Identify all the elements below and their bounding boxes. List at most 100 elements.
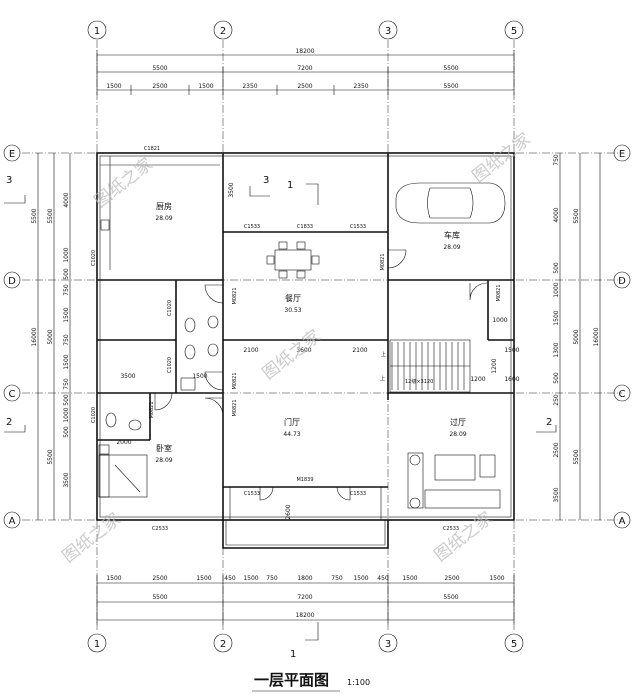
svg-text:500: 500 xyxy=(63,268,70,280)
svg-text:C: C xyxy=(619,389,626,400)
page-title: 一层平面图 xyxy=(254,671,329,689)
svg-text:M0821: M0821 xyxy=(232,287,238,304)
svg-text:C1020: C1020 xyxy=(167,357,173,373)
svg-text:500: 500 xyxy=(553,262,560,274)
opening-codes: C1821 C1533 C1833 C1533 M0821 C1020 C102… xyxy=(91,146,502,532)
svg-text:3: 3 xyxy=(263,175,269,186)
svg-text:500: 500 xyxy=(63,394,70,406)
svg-text:1300: 1300 xyxy=(553,342,560,357)
room-labels: 厨房 28.09 餐厅 30.53 车库 28.09 门厅 44.73 过厅 2… xyxy=(155,201,466,464)
section-marks: 3 2 2 1 3 1 xyxy=(4,175,557,660)
svg-text:16000: 16000 xyxy=(593,327,600,346)
svg-text:7200: 7200 xyxy=(297,65,312,72)
svg-text:2000: 2000 xyxy=(116,439,131,446)
svg-text:2500: 2500 xyxy=(297,83,312,90)
svg-text:1500: 1500 xyxy=(198,83,213,90)
door-swing xyxy=(336,486,351,501)
door-swing xyxy=(154,392,173,411)
svg-text:1600: 1600 xyxy=(504,376,519,383)
svg-text:1200: 1200 xyxy=(470,376,485,383)
bed-icon xyxy=(98,444,148,498)
toilet-icon xyxy=(105,315,219,431)
svg-text:2: 2 xyxy=(6,417,12,428)
svg-text:3500: 3500 xyxy=(228,182,235,197)
svg-text:3: 3 xyxy=(385,639,391,650)
svg-text:1500: 1500 xyxy=(504,347,519,354)
svg-text:4000: 4000 xyxy=(553,207,560,222)
svg-text:1500: 1500 xyxy=(402,575,417,582)
svg-text:2600: 2600 xyxy=(285,504,292,519)
svg-text:750: 750 xyxy=(266,575,278,582)
svg-text:1: 1 xyxy=(290,649,296,660)
svg-text:C2533: C2533 xyxy=(152,526,168,532)
svg-text:28.09: 28.09 xyxy=(155,215,172,222)
svg-text:5: 5 xyxy=(511,639,517,650)
svg-text:1500: 1500 xyxy=(192,373,207,380)
svg-text:4000: 4000 xyxy=(63,192,70,207)
svg-text:C1020: C1020 xyxy=(91,250,97,266)
svg-text:M0821: M0821 xyxy=(149,401,155,418)
svg-text:1500: 1500 xyxy=(196,575,211,582)
svg-text:2500: 2500 xyxy=(553,442,560,457)
svg-text:A: A xyxy=(619,516,626,527)
door-swing xyxy=(204,397,224,417)
svg-text:3500: 3500 xyxy=(553,487,560,502)
svg-text:图纸之家: 图纸之家 xyxy=(469,129,535,187)
drawing-title: 一层平面图 1:100 xyxy=(252,671,370,692)
svg-text:5500: 5500 xyxy=(31,208,38,223)
svg-text:28.09: 28.09 xyxy=(155,457,172,464)
room-foyer: 门厅 44.73 xyxy=(283,417,300,438)
svg-text:2500: 2500 xyxy=(444,575,459,582)
svg-text:1500: 1500 xyxy=(63,307,70,322)
svg-text:5500: 5500 xyxy=(47,208,54,223)
room-dining: 餐厅 30.53 xyxy=(284,294,301,314)
svg-text:2: 2 xyxy=(546,417,552,428)
dining-table-icon xyxy=(266,241,320,279)
svg-text:3: 3 xyxy=(6,175,12,186)
room-kitchen: 厨房 28.09 xyxy=(155,201,172,222)
svg-text:5500: 5500 xyxy=(443,594,458,601)
svg-text:M0821: M0821 xyxy=(232,372,238,389)
svg-text:5500: 5500 xyxy=(152,65,167,72)
room-bedroom: 卧室 28.09 xyxy=(155,443,172,464)
svg-text:厨房: 厨房 xyxy=(156,201,172,211)
staircase: 上 上 12级×3120 xyxy=(380,339,471,393)
svg-text:16000: 16000 xyxy=(31,327,38,346)
door-swing xyxy=(204,371,224,391)
svg-text:C1020: C1020 xyxy=(91,407,97,423)
svg-text:500: 500 xyxy=(63,426,70,438)
svg-text:C1533: C1533 xyxy=(244,491,260,497)
svg-text:C1020: C1020 xyxy=(167,300,173,316)
svg-text:5500: 5500 xyxy=(443,83,458,90)
dimension-lines-bottom: 1500 2500 1500 450 1500 750 1800 750 150… xyxy=(96,575,515,625)
svg-text:1000: 1000 xyxy=(553,282,560,297)
svg-text:500: 500 xyxy=(553,372,560,384)
svg-text:750: 750 xyxy=(63,378,70,390)
svg-text:车库: 车库 xyxy=(444,230,460,240)
svg-text:D: D xyxy=(8,276,16,287)
interior-dims: 3500 2100 3600 2100 1000 1500 1500 1200 … xyxy=(116,182,519,519)
svg-text:2500: 2500 xyxy=(152,575,167,582)
svg-text:2100: 2100 xyxy=(352,347,367,354)
svg-text:5500: 5500 xyxy=(573,449,580,464)
svg-text:44.73: 44.73 xyxy=(283,431,300,438)
svg-text:餐厅: 餐厅 xyxy=(285,294,301,303)
dimension-lines-top: 18200 5500 7200 5500 1500 2500 1500 2350… xyxy=(96,48,515,95)
exterior-walls xyxy=(96,152,515,549)
svg-text:C1833: C1833 xyxy=(297,224,313,230)
svg-text:7200: 7200 xyxy=(297,594,312,601)
svg-text:M0821: M0821 xyxy=(232,399,238,416)
svg-text:5500: 5500 xyxy=(573,208,580,223)
svg-text:28.09: 28.09 xyxy=(449,431,466,438)
svg-text:5500: 5500 xyxy=(443,65,458,72)
svg-text:28.09: 28.09 xyxy=(443,244,460,251)
svg-text:上: 上 xyxy=(381,351,386,358)
svg-text:1000: 1000 xyxy=(63,407,70,422)
furniture xyxy=(98,156,506,509)
svg-text:2350: 2350 xyxy=(353,83,368,90)
svg-text:D: D xyxy=(618,276,626,287)
svg-text:1: 1 xyxy=(94,26,100,37)
svg-text:1000: 1000 xyxy=(63,247,70,262)
svg-text:1500: 1500 xyxy=(63,354,70,369)
